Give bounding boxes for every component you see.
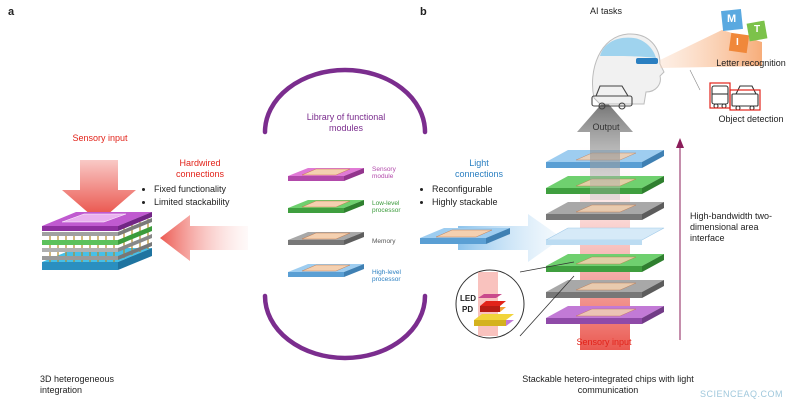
object-detection-label: Object detection	[718, 114, 784, 124]
letter-tile-i	[728, 32, 750, 54]
hardwired-connections-title: Hardwired connections	[175, 158, 225, 179]
library-arc-top	[262, 67, 428, 135]
library-title: Library of functional modules	[306, 112, 386, 133]
object-detection-box	[709, 82, 761, 111]
light-bullet-list: Reconfigurable Highly stackable	[420, 183, 498, 209]
watermark: SCIENCEAQ.COM	[700, 389, 784, 399]
letter-tile-m	[721, 9, 743, 31]
3d-stacked-chip	[42, 212, 152, 270]
letter-recognition-label: Letter recognition	[716, 58, 786, 68]
panel-b-caption: Stackable hetero-integrated chips with l…	[522, 374, 694, 395]
panel-b-letter: b	[420, 6, 427, 18]
letter-t-text: T	[754, 24, 761, 35]
output-label: Output	[592, 122, 620, 132]
hardwired-arrow	[160, 215, 248, 261]
car-icon	[591, 85, 633, 110]
bus-icon	[711, 85, 729, 109]
panel-a-caption: 3D heterogeneous integration	[40, 374, 115, 395]
output-arrow	[577, 100, 633, 200]
panel-b-graphics	[420, 9, 768, 350]
module-memory-chip	[288, 232, 364, 245]
module-label-sensory: Sensory module	[372, 166, 396, 180]
hardwired-bullet-2: Limited stackability	[154, 196, 230, 209]
module-low-level-chip	[288, 200, 364, 213]
hardwired-bullet-1: Fixed functionality	[154, 183, 230, 196]
module-label-low-level: Low-level processor	[372, 200, 401, 214]
letter-tile-t	[746, 20, 768, 42]
letter-tiles	[721, 9, 768, 54]
ai-tasks-label: AI tasks	[589, 6, 622, 16]
led-pd-detail	[474, 294, 514, 326]
module-sensory-chip	[288, 168, 364, 181]
module-high-level-chip	[288, 264, 364, 277]
stack-chip-blue-faded	[545, 227, 665, 245]
led-label: LED	[460, 294, 476, 303]
light-bullet-1: Reconfigurable	[432, 183, 498, 196]
pd-label: PD	[462, 305, 474, 314]
interface-label: High-bandwidth two-dimensional area inte…	[690, 211, 773, 243]
sensory-input-label-a: Sensory input	[72, 133, 128, 143]
library-arc-bottom	[262, 293, 428, 361]
light-bullet-2: Highly stackable	[432, 196, 498, 209]
module-label-high-level: High-level processor	[372, 269, 401, 283]
light-connections-title: Light connections	[454, 158, 504, 179]
light-connection-arrow	[458, 214, 562, 262]
letter-m-text: M	[727, 13, 737, 25]
module-label-memory: Memory	[372, 238, 396, 245]
interface-arrowhead	[676, 138, 684, 148]
panel-a-graphics	[42, 160, 248, 270]
panel-a-letter: a	[8, 6, 15, 18]
sensory-input-arrow	[62, 160, 136, 222]
head-illustration	[592, 33, 665, 105]
letter-i-text: I	[736, 37, 739, 48]
hardwired-bullet-list: Fixed functionality Limited stackability	[142, 183, 230, 209]
sensory-input-label-b: Sensory input	[576, 337, 632, 347]
input-chip	[420, 228, 510, 244]
